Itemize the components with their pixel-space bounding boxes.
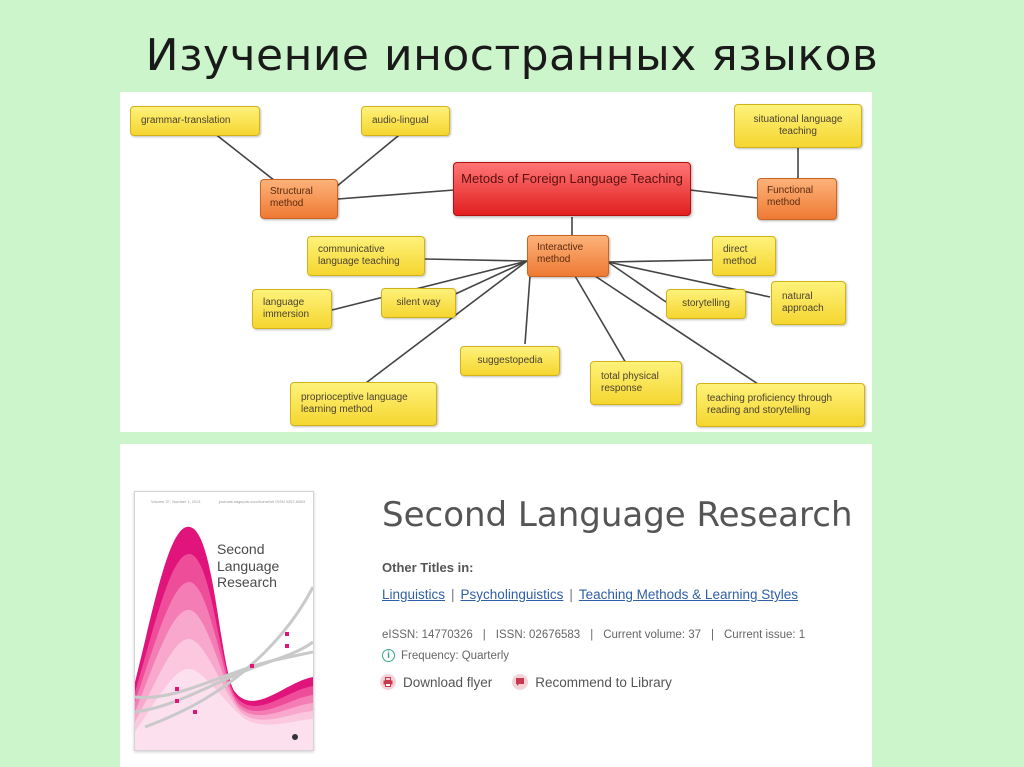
journal-title: Second Language Research (382, 495, 853, 535)
node-label: direct method (723, 244, 757, 267)
node-label: silent way (396, 297, 441, 308)
cover-title: Second Language Research (217, 541, 280, 591)
frequency-text: Frequency: Quarterly (401, 649, 510, 662)
slide-title: Изучение иностранных языков (145, 30, 879, 81)
node-label: proprioceptive language learning method (301, 392, 408, 415)
cover-volume: Volume 37, Number 1, 2021 (151, 499, 201, 504)
node-silent-way: silent way (381, 288, 456, 318)
node-label: natural approach (782, 291, 824, 314)
node-label: suggestopedia (477, 355, 543, 366)
current-issue: Current issue: 1 (724, 629, 806, 641)
cover-wave-art (135, 526, 313, 750)
node-communicative-language-teaching: communicative language teaching (307, 236, 425, 276)
current-volume: Current volume: 37 (603, 629, 701, 641)
node-audio-lingual: audio-lingual (361, 106, 450, 136)
node-total-physical-response: total physical response (590, 361, 682, 405)
node-label: audio-lingual (372, 115, 429, 126)
node-label: Metods of Foreign Language Teaching (461, 171, 683, 186)
chat-icon (512, 674, 529, 690)
frequency-row: i Frequency: Quarterly (382, 649, 509, 662)
node-label: communicative language teaching (318, 244, 400, 267)
journal-actions: Download flyer Recommend to Library (380, 674, 692, 690)
node-label: Interactive method (537, 242, 584, 265)
node-root-methods: Metods of Foreign Language Teaching (453, 162, 691, 216)
recommend-library-label: Recommend to Library (535, 674, 672, 690)
node-label: Structural method (270, 186, 313, 209)
node-direct-method: direct method (712, 236, 776, 276)
recommend-library-button[interactable]: Recommend to Library (512, 674, 672, 690)
node-label: storytelling (682, 298, 730, 309)
node-label: situational language teaching (753, 114, 843, 137)
link-separator: | (451, 587, 455, 602)
node-structural-method: Structural method (260, 179, 338, 219)
link-psycholinguistics[interactable]: Psycholinguistics (460, 587, 564, 602)
node-language-immersion: language immersion (252, 289, 332, 329)
node-label: teaching proficiency through reading and… (707, 393, 833, 416)
download-flyer-label: Download flyer (403, 674, 493, 690)
node-suggestopedia: suggestopedia (460, 346, 560, 376)
node-natural-approach: natural approach (771, 281, 846, 325)
node-label: Functional method (767, 185, 814, 208)
subject-links: Linguistics | Psycholinguistics | Teaching M… (382, 587, 798, 602)
journal-cover: Volume 37, Number 1, 2021 journals.sagep… (134, 491, 314, 751)
node-label: language immersion (263, 297, 310, 320)
node-label: total physical response (601, 371, 659, 394)
download-flyer-button[interactable]: Download flyer (380, 674, 492, 690)
link-linguistics[interactable]: Linguistics (382, 587, 446, 602)
journal-panel: Volume 37, Number 1, 2021 journals.sagep… (120, 444, 872, 767)
link-separator: | (569, 587, 573, 602)
node-interactive-method: Interactive method (527, 235, 609, 277)
link-teaching-methods[interactable]: Teaching Methods & Learning Styles (578, 587, 798, 602)
node-situational-language-teaching: situational language teaching (734, 104, 862, 148)
node-storytelling: storytelling (666, 289, 746, 319)
cover-site: journals.sagepub.com/home/slr ISSN 0267-… (218, 499, 305, 504)
node-grammar-translation: grammar-translation (130, 106, 260, 136)
eissn: eISSN: 14770326 (382, 629, 473, 641)
journal-meta: eISSN: 14770326 | ISSN: 02676583 | Current v… (382, 629, 805, 641)
meta-separator: | (711, 629, 714, 641)
meta-separator: | (590, 629, 594, 641)
node-teaching-proficiency: teaching proficiency through reading and… (696, 383, 865, 427)
node-label: grammar-translation (141, 115, 231, 126)
print-icon (380, 674, 396, 690)
other-titles-label: Other Titles in: (382, 560, 474, 575)
issn: ISSN: 02676583 (495, 629, 581, 641)
meta-separator: | (482, 629, 486, 641)
node-functional-method: Functional method (757, 178, 837, 220)
info-icon: i (382, 649, 395, 662)
mindmap-image: grammar-translation audio-lingual situat… (120, 92, 872, 432)
node-proprioceptive-language-learning: proprioceptive language learning method (290, 382, 437, 426)
